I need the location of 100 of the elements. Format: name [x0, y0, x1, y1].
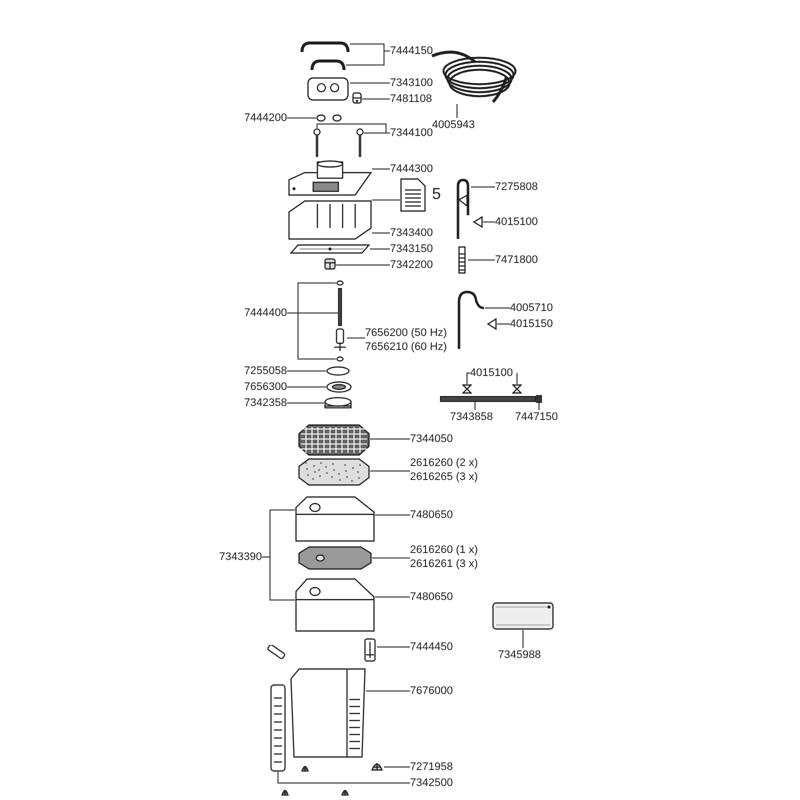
- part-number: 7480650: [410, 508, 454, 522]
- part-number: 4015100: [470, 366, 514, 380]
- document-icon: [400, 178, 426, 212]
- screw-drawing: [356, 128, 364, 158]
- leader-line: [466, 372, 470, 384]
- part-number: 7444300: [390, 162, 434, 176]
- leader-line: [346, 50, 390, 66]
- part-number: 7342500: [410, 776, 454, 790]
- leader-line: [370, 248, 390, 250]
- leader-line: [370, 438, 410, 440]
- part-number: 7444400: [243, 306, 287, 320]
- leader-line: [278, 772, 410, 784]
- ring-drawing: [326, 366, 350, 376]
- leader-line: [366, 690, 410, 692]
- part-number: 7255058: [243, 364, 287, 378]
- part-number: 2616265 (3 x): [410, 470, 479, 484]
- fitting-drawing: [324, 258, 336, 270]
- part-number: 7444450: [410, 640, 454, 654]
- gasket-drawing: [290, 244, 370, 254]
- spray-bar-drawing: [440, 396, 536, 402]
- strainer-drawing: [456, 246, 468, 274]
- pipe-drawing: [455, 178, 471, 240]
- cover-drawing: [288, 160, 372, 196]
- leader-line: [474, 402, 476, 410]
- leader-line: [456, 104, 458, 118]
- part-number: 7343100: [390, 76, 434, 90]
- part-number: 7447150: [515, 410, 559, 424]
- part-number: 4005943: [432, 118, 476, 131]
- leader-line: [286, 386, 326, 388]
- filter-pad-drawing: [298, 546, 372, 570]
- strip-drawing: [270, 684, 286, 772]
- basket-drawing: [295, 496, 375, 542]
- clip-drawing: [300, 40, 350, 54]
- packet-drawing: [492, 602, 554, 630]
- suction-cup-drawing: [473, 216, 483, 228]
- part-number: 7271958: [410, 760, 454, 774]
- clip-drawing: [363, 638, 377, 662]
- bearing-drawing: [336, 356, 344, 362]
- leader-line: [286, 370, 326, 372]
- part-number: 7343858: [450, 410, 494, 424]
- leader-line: [362, 98, 390, 100]
- leader-line: [522, 630, 524, 648]
- suction-cup-drawing: [512, 384, 522, 394]
- part-number: 7342358: [243, 396, 287, 410]
- part-number: 2616261 (3 x): [410, 557, 479, 571]
- rotor-drawing: [333, 328, 347, 352]
- leader-line: [516, 372, 518, 384]
- part-number: 7345988: [498, 648, 542, 662]
- sponge-drawing: [298, 458, 370, 486]
- part-number: 7343400: [390, 226, 434, 240]
- part-number: 7344100: [390, 127, 433, 140]
- part-number: 7343150: [390, 242, 434, 256]
- part-number: 4005710: [510, 301, 554, 315]
- cap-drawing: [324, 397, 352, 409]
- part-number: 7343390: [218, 550, 262, 564]
- suction-cup-drawing: [462, 384, 472, 394]
- part-number: 7275808: [495, 180, 539, 194]
- bearing-drawing: [336, 280, 344, 286]
- handle-drawing: [352, 92, 362, 104]
- leader-line: [262, 556, 296, 600]
- part-number: 7481108: [390, 92, 434, 106]
- leader-line: [374, 596, 410, 598]
- suction-cup-drawing: [487, 318, 497, 330]
- part-number: 2616260 (1 x): [410, 543, 479, 557]
- leader-line: [286, 402, 324, 404]
- shaft-drawing: [338, 288, 342, 326]
- housing-drawing: [288, 200, 372, 240]
- quantity-label: 5: [432, 186, 441, 204]
- part-number: 7444150: [390, 44, 434, 58]
- disc-drawing: [326, 381, 352, 393]
- pump-head-drawing: [306, 76, 350, 102]
- leader-line: [372, 232, 390, 234]
- screw-drawing: [313, 128, 321, 158]
- leader-line: [336, 264, 390, 266]
- basket-drawing: [295, 578, 375, 632]
- seal-ring-drawing: [316, 114, 342, 122]
- part-number: 2616260 (2 x): [410, 456, 479, 470]
- part-number: 7344050: [410, 432, 454, 446]
- leader-line: [470, 186, 496, 188]
- end-cap-drawing: [536, 395, 542, 403]
- part-number: 4015150: [510, 317, 554, 331]
- part-number: 4015100: [495, 215, 539, 229]
- part-number: 7676000: [410, 684, 454, 698]
- leader-line: [384, 766, 410, 768]
- leader-line: [350, 82, 390, 84]
- canister-drawing: [290, 668, 366, 758]
- leader-line: [538, 402, 540, 410]
- clip-drawing: [310, 58, 346, 72]
- part-number: 7656200 (50 Hz): [365, 326, 448, 340]
- filter-mat-drawing: [298, 424, 370, 456]
- part-number: 7656210 (60 Hz): [365, 340, 448, 354]
- part-number: 7471800: [495, 253, 539, 267]
- leader-line: [286, 312, 336, 360]
- leader-line: [370, 470, 410, 472]
- part-number: 7444200: [243, 111, 287, 125]
- leader-line: [316, 124, 390, 134]
- leader-line: [376, 646, 410, 648]
- leader-line: [374, 514, 410, 516]
- part-number: 7656300: [243, 380, 287, 394]
- pipe-drawing: [455, 290, 485, 350]
